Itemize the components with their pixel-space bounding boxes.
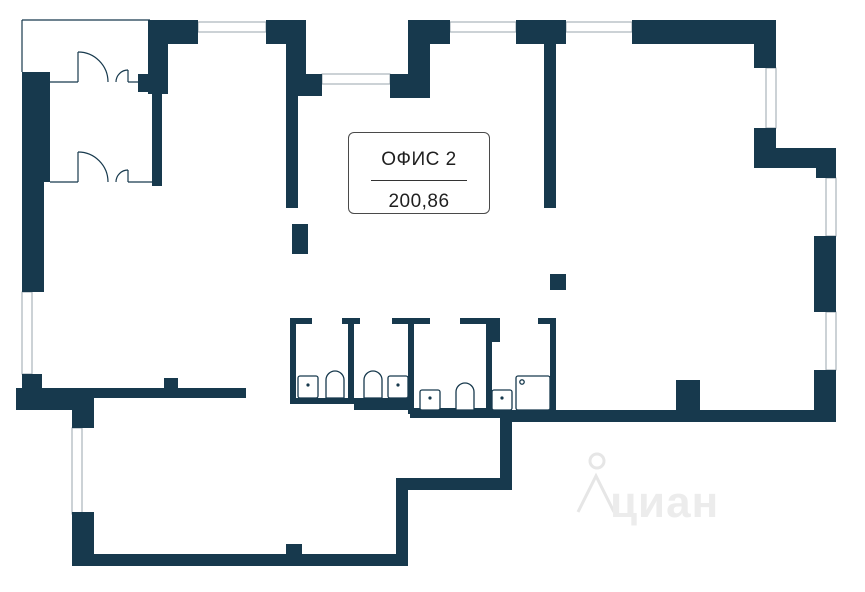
watermark-text: циан — [610, 478, 720, 527]
office-label: ОФИС 2 200,86 — [348, 132, 490, 214]
toilet-icon — [455, 382, 475, 411]
label-divider — [371, 180, 467, 181]
toilet-icon — [363, 370, 383, 399]
door-icon — [77, 151, 129, 183]
sink-icon — [387, 375, 409, 399]
cian-logo-icon — [576, 452, 616, 513]
sink-icon — [419, 389, 441, 411]
sink-icon — [297, 375, 319, 399]
vestibule-outline — [21, 19, 160, 183]
sink-icon — [491, 389, 513, 411]
office-area: 200,86 — [388, 191, 450, 212]
door-icon — [77, 51, 129, 83]
shower-tray-icon — [515, 375, 551, 411]
toilet-icon — [325, 370, 345, 399]
office-name: ОФИС 2 — [381, 149, 457, 170]
walls — [16, 20, 836, 566]
